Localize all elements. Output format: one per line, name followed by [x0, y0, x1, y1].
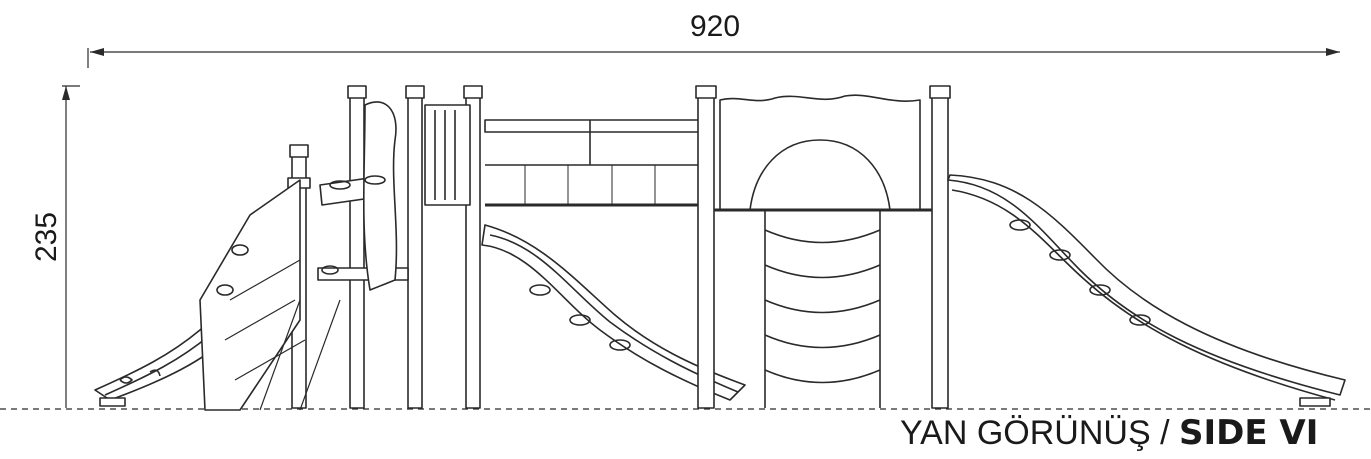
right-tower — [695, 85, 951, 409]
view-caption-english: SIDE VI — [1178, 413, 1319, 453]
left-tower — [199, 85, 483, 411]
width-dimension-label: 920 — [689, 10, 741, 43]
height-dimension-label: 235 — [30, 211, 63, 262]
height-dimension-line — [62, 85, 80, 408]
view-caption: YAN GÖRÜNÜŞ / SIDE VI — [900, 413, 1318, 453]
view-caption-turkish: YAN GÖRÜNÜŞ / — [900, 414, 1170, 452]
width-dimension-line — [87, 48, 1340, 68]
middle-slide — [481, 224, 746, 401]
right-slide — [947, 174, 1346, 407]
rope-bridge — [484, 119, 701, 207]
